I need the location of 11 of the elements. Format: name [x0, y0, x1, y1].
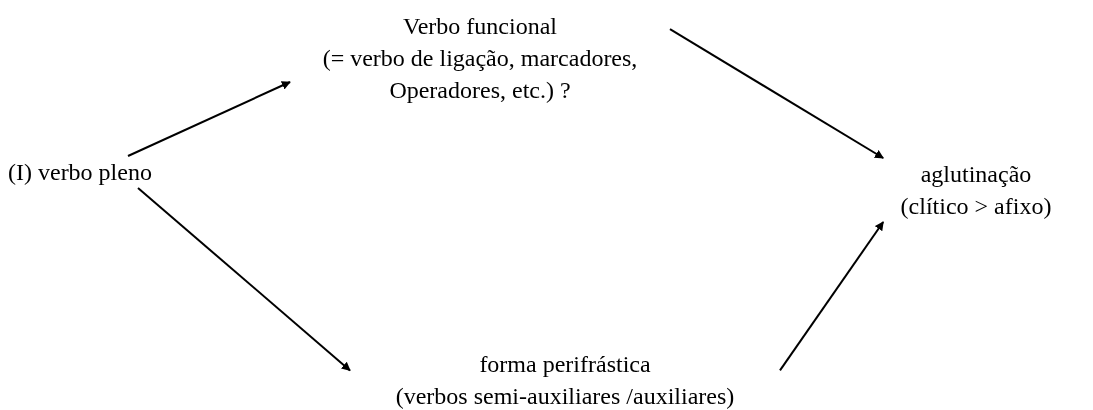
arrow: [779, 221, 885, 372]
node-label: (I) verbo pleno: [8, 158, 153, 187]
node-description: (clítico > afixo): [899, 192, 1053, 221]
node-heading: aglutinação: [919, 160, 1033, 189]
node-heading: forma perifrástica: [478, 350, 652, 379]
arrow: [127, 81, 291, 157]
arrow: [669, 28, 885, 159]
node-description: (verbos semi-auxiliares /auxiliares): [394, 382, 736, 410]
node-description: (= verbo de ligação, marcadores, Operadores, etc.) ?: [321, 44, 639, 105]
arrow: [137, 187, 351, 372]
node-heading: Verbo funcional: [402, 12, 558, 41]
